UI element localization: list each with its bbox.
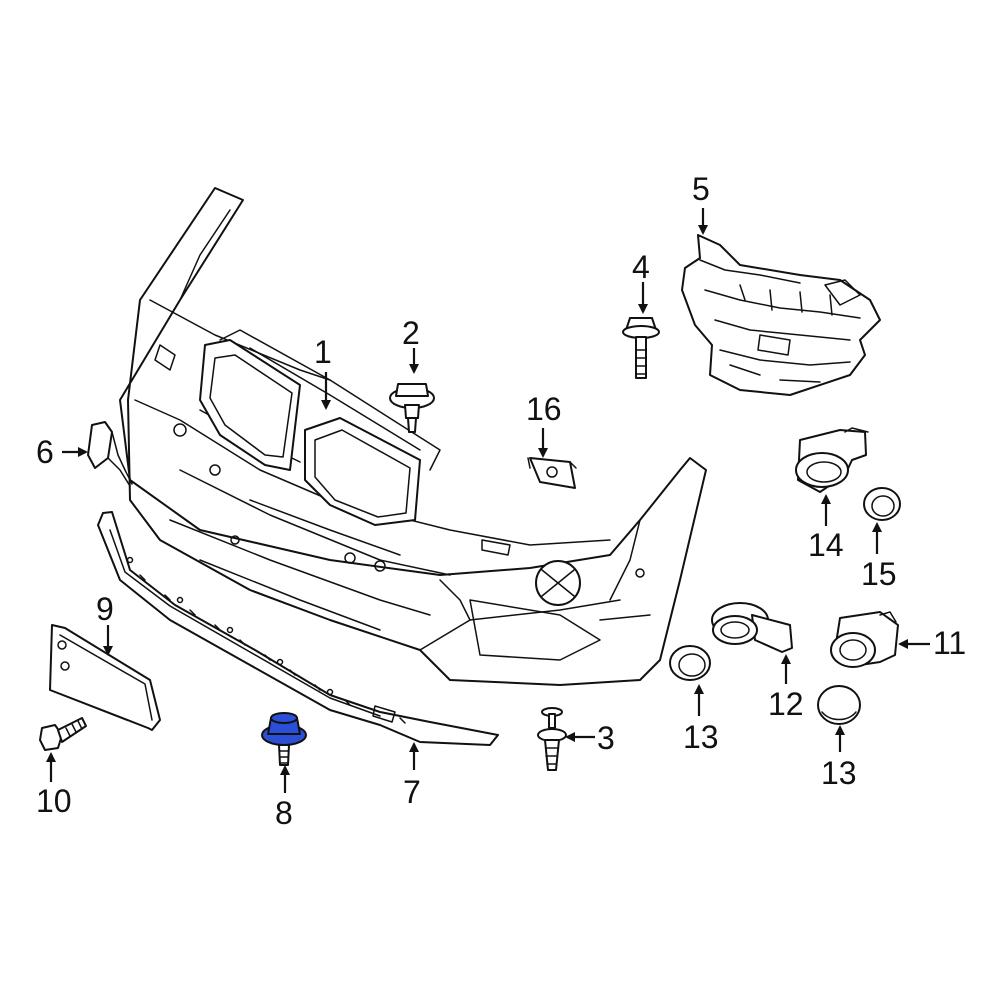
callout-6: 6 [36,434,54,470]
callout-16: 16 [526,391,562,427]
callout-11: 11 [933,625,967,661]
callout-9: 9 [96,591,114,627]
callout-13-ring: 13 [683,719,719,755]
ring-15-part[interactable] [863,487,901,521]
callout-7: 7 [403,774,421,810]
spoiler-7-part[interactable] [97,511,499,746]
callout-14: 14 [808,527,844,563]
callout-2: 2 [402,315,420,351]
bracket-5-part[interactable] [681,234,881,396]
clip-3-part[interactable] [537,707,567,771]
leader-arrows [46,208,930,793]
sensor-14-part[interactable] [795,427,869,493]
callout-3: 3 [597,720,615,756]
callout-5: 5 [692,171,710,207]
callout-1: 1 [314,334,332,370]
cap-13b-part[interactable] [817,685,861,725]
sensor-12-part[interactable] [711,602,793,653]
callout-13-cap: 13 [821,755,857,791]
ring-13a-part[interactable] [669,645,711,681]
callout-8: 8 [275,795,293,831]
bumper-cover-part[interactable] [119,187,707,686]
callout-4: 4 [632,249,650,285]
bolt-2-part[interactable] [389,383,435,433]
plate-bracket-9-part[interactable] [49,624,161,731]
bolt-8-part[interactable] [261,712,307,766]
sensor-holder-11-part[interactable] [830,611,899,668]
bolt-10-part[interactable] [39,717,87,751]
bolt-4-part[interactable] [622,317,660,379]
callout-15: 15 [861,556,897,592]
cover-cap-6-part[interactable] [87,421,133,487]
clip-16-part[interactable] [527,457,577,489]
callout-12: 12 [768,686,804,722]
callout-10: 10 [36,783,72,819]
